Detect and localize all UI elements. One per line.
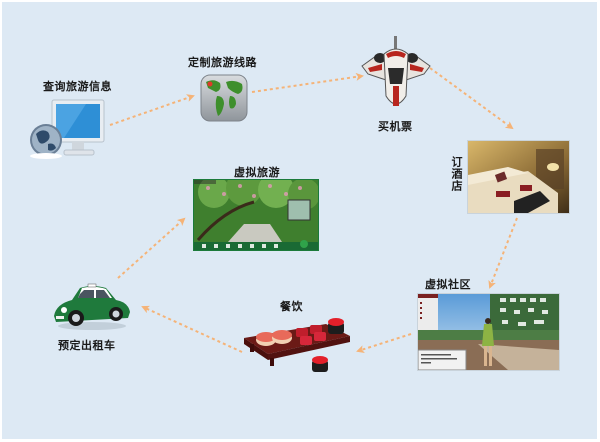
computer-globe-icon <box>28 98 106 162</box>
sushi-tray-icon <box>242 316 354 374</box>
world-map-icon <box>200 74 248 122</box>
label-virtual-tour: 虚拟旅游 <box>234 166 280 179</box>
virtual-community-screenshot <box>417 293 560 371</box>
label-customize-route: 定制旅游线路 <box>188 56 257 69</box>
label-buy-ticket: 买机票 <box>378 120 413 133</box>
label-book-hotel: 订酒店 <box>450 156 463 192</box>
taxi-car-icon <box>50 282 132 332</box>
spaceship-icon <box>360 36 432 116</box>
hotel-room-photo <box>467 140 570 214</box>
label-query-travel-info: 查询旅游信息 <box>43 80 112 93</box>
virtual-tour-screenshot <box>193 179 319 251</box>
label-dining: 餐饮 <box>280 300 303 313</box>
label-book-taxi: 预定出租车 <box>58 339 116 352</box>
label-virtual-community: 虚拟社区 <box>425 278 471 291</box>
